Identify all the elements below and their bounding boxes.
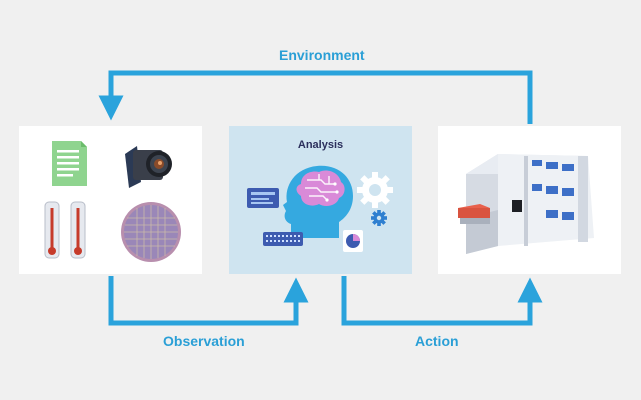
equipment-machine-icon [458,154,594,254]
wafer-icon [121,202,181,262]
observation-arrow [108,276,309,326]
observation-panel [19,126,202,274]
action-panel [438,126,621,274]
environment-label: Environment [279,47,365,63]
data-card-icon [247,188,279,208]
gear-icon [371,210,387,226]
analysis-panel: Analysis [229,126,412,274]
camera-icon [125,146,172,188]
binary-code-icon [263,232,303,246]
action-arrow [341,276,543,326]
gear-icon [357,172,393,208]
thermometer-icon [70,201,86,259]
observation-label: Observation [163,333,245,349]
thermometer-icon [44,201,60,259]
document-icon [52,141,87,186]
analysis-title: Analysis [297,139,344,151]
pie-chart-icon [343,230,363,252]
head-icon [283,165,353,238]
action-label: Action [415,333,459,349]
environment-arrow [98,70,533,124]
